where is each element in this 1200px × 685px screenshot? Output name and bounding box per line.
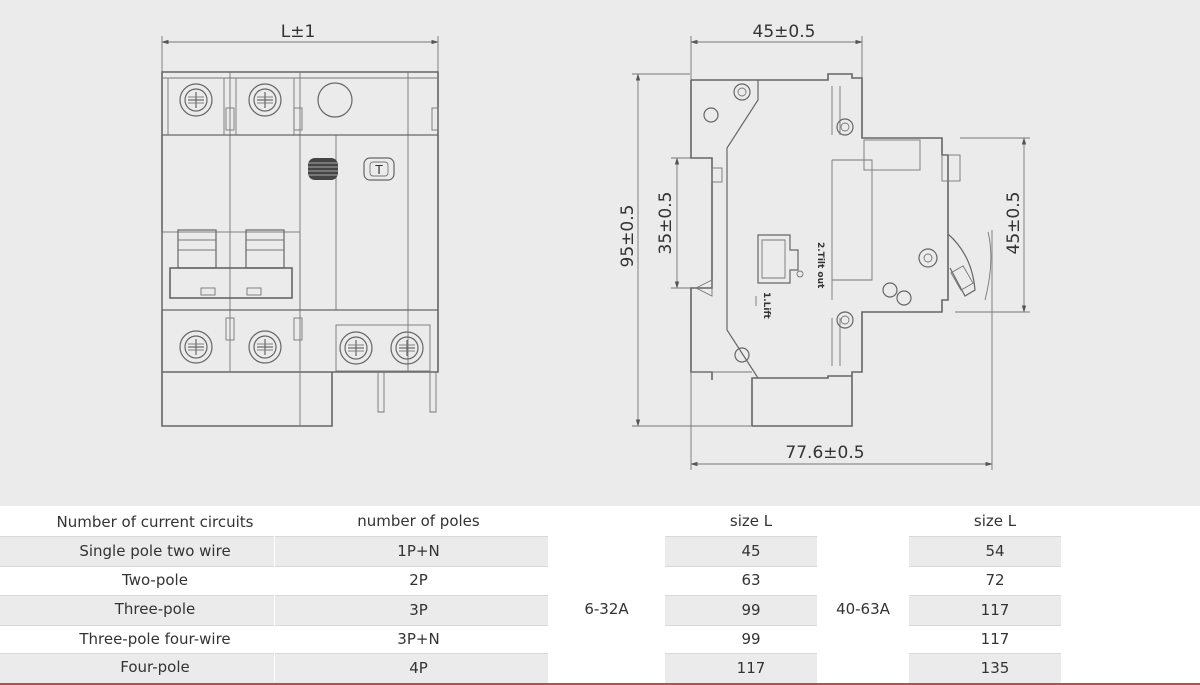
poles-cell: 1P+N	[397, 541, 440, 560]
din-clip-icon	[755, 234, 804, 306]
toggle-handles	[161, 229, 301, 311]
screw-icon	[248, 330, 282, 364]
circuit-cell: Two-pole	[122, 570, 188, 589]
height-label: 95±0.5	[618, 205, 638, 268]
depth-label: 77.6±0.5	[785, 443, 864, 463]
size-a-cell: 63	[741, 570, 761, 589]
front-width-label: L±1	[281, 22, 316, 42]
size-cell-band	[909, 536, 1061, 567]
poles-cell: 2P	[409, 570, 428, 589]
size-cell-band	[665, 536, 817, 567]
side-view: 45±0.5 95±0.5 35±0.5 45±0.5 77.6±0.5	[618, 22, 1030, 470]
size-b-cell: 54	[985, 541, 1005, 560]
screw-icon	[390, 331, 424, 365]
test-button-frame	[363, 157, 395, 181]
circuit-cell: Single pole two wire	[79, 541, 231, 560]
header-size-l-a: size L	[729, 512, 773, 530]
size-cell-band	[665, 595, 817, 626]
mounting-hole-icon	[896, 290, 912, 306]
size-cell-band	[909, 653, 1061, 684]
header-poles: number of poles	[357, 512, 480, 530]
rivet-icon	[836, 118, 854, 136]
side-top-label: 45±0.5	[753, 22, 816, 42]
tilt-out-label: 2.Tilt out	[815, 242, 825, 289]
circuit-cell: Four-pole	[120, 657, 190, 676]
current-range-a: 6-32A	[584, 600, 629, 618]
lift-label: 1.Lift	[761, 292, 771, 319]
screw-icon	[339, 331, 373, 365]
rivet-icon	[918, 248, 938, 268]
side-right-label: 45±0.5	[1004, 192, 1024, 255]
circuit-cell: Three-pole	[114, 599, 196, 618]
front-view: L±1 T	[161, 22, 439, 427]
size-b-cell: 117	[980, 600, 1010, 619]
bottom-accent-rule	[0, 683, 1200, 685]
poles-cell: 3P	[409, 600, 428, 619]
poles-cell: 3P+N	[397, 629, 440, 648]
screw-icon	[179, 330, 213, 364]
size-cell-band	[665, 653, 817, 684]
header-size-l-b: size L	[973, 512, 1017, 530]
size-a-cell: 99	[741, 629, 761, 648]
size-a-cell: 45	[741, 541, 761, 560]
screw-icon	[248, 83, 282, 117]
size-specification-table: Number of current circuits number of pol…	[0, 506, 1200, 685]
release-clip-icon	[947, 233, 976, 297]
rail-height-label: 35±0.5	[656, 192, 676, 255]
mounting-hole-icon	[703, 107, 719, 123]
dimension-drawing: L±1 T	[161, 22, 1030, 470]
mounting-hole-icon	[882, 282, 898, 298]
column-divider	[274, 536, 275, 682]
current-range-b: 40-63A	[836, 600, 890, 618]
header-circuits: Number of current circuits	[56, 513, 254, 531]
size-b-cell: 72	[985, 570, 1005, 589]
rivet-icon	[734, 347, 750, 363]
size-a-cell: 117	[736, 658, 766, 677]
indicator-window-icon	[317, 82, 353, 118]
test-button-label: T	[374, 163, 383, 177]
size-a-cell: 99	[741, 600, 761, 619]
technical-drawing-area: L±1 T	[0, 0, 1200, 506]
screw-icon	[179, 83, 213, 117]
rivet-icon	[733, 83, 751, 101]
knurled-knob-icon	[308, 158, 338, 180]
size-cell-band	[909, 595, 1061, 626]
circuit-cell: Three-pole four-wire	[79, 629, 231, 648]
size-b-cell: 135	[980, 658, 1010, 677]
poles-cell: 4P	[409, 658, 428, 677]
size-b-cell: 117	[980, 629, 1010, 648]
rivet-icon	[836, 311, 854, 329]
